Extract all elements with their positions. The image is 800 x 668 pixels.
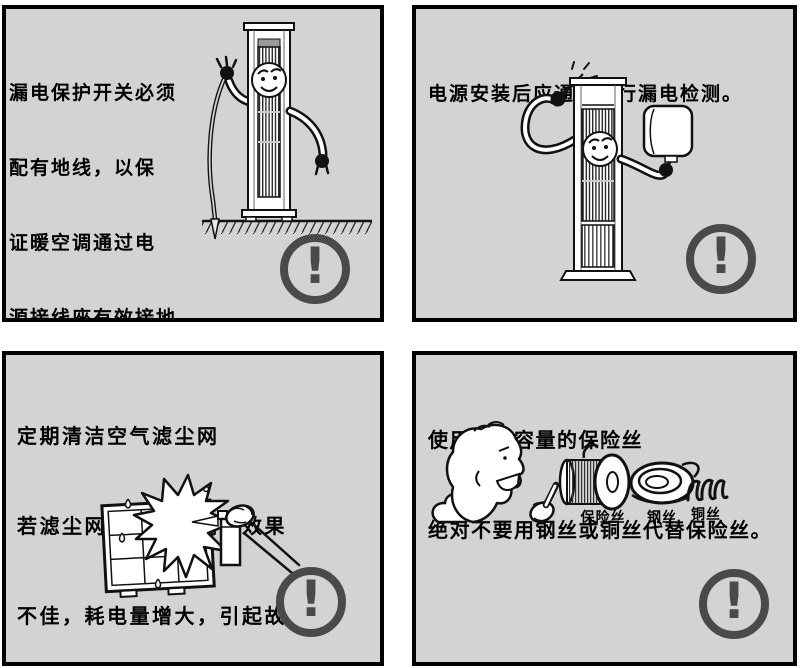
exclamation-glyph: ! xyxy=(709,227,733,285)
spray-jet xyxy=(191,515,219,527)
arm-lines xyxy=(242,521,301,575)
panel-grounding-warning: 漏电保护开关必须 配有地线，以保 证暖空调通过电 源接线座有效接地。 不接地或接… xyxy=(2,5,384,322)
label-steel-wire: 钢丝 xyxy=(647,510,677,526)
ac-grounding-illustration xyxy=(202,22,372,240)
fuse-spool-icon xyxy=(558,444,631,511)
ac-leakage-test-illustration xyxy=(520,61,694,281)
cartoon-face-icon xyxy=(582,131,618,167)
spraying-hand xyxy=(225,504,301,575)
panel-text-block: 漏电保护开关必须 配有地线，以保 证暖空调通过电 源接线座有效接地。 不接地或接… xyxy=(9,31,199,322)
filter-spray-illustration xyxy=(100,473,301,598)
fuse-items-illustration xyxy=(431,421,729,524)
text-line: 配有地线，以保 xyxy=(9,157,157,179)
spray-splash-burst xyxy=(118,473,234,589)
standing-ac-unit xyxy=(241,22,297,222)
panel-fuse-warning: 使用规定容量的保险丝 绝对不要用钢丝或铜丝代替保险丝。 xyxy=(412,351,797,666)
warning-exclamation-icon: ! xyxy=(686,224,756,294)
panel-filter-cleaning: 定期清洁空气滤尘网 若滤尘网被堵塞，制热效果 不佳，耗电量增大，引起故障， xyxy=(2,351,384,666)
right-arm xyxy=(285,106,330,176)
text-line: 源接线座有效接地。 xyxy=(9,307,199,322)
plug-box xyxy=(642,104,694,163)
warning-exclamation-icon: ! xyxy=(276,567,346,637)
talking-head xyxy=(431,421,525,524)
exclamation-glyph: ! xyxy=(299,570,323,628)
cartoon-face-icon xyxy=(251,62,287,98)
spray-can xyxy=(191,510,242,567)
open-mouth xyxy=(495,472,521,491)
label-copper-wire: 铜丝 xyxy=(691,507,721,523)
text-line: 绝对不要用钢丝或铜丝代替保险丝。 xyxy=(428,518,772,542)
ground-hatch xyxy=(202,219,372,234)
text-line: 定期清洁空气滤尘网 xyxy=(17,424,220,448)
warning-exclamation-icon: ! xyxy=(699,569,769,639)
text-line: 证暖空调通过电 xyxy=(9,232,157,254)
exclamation-glyph: ! xyxy=(722,572,746,630)
standing-ac-unit xyxy=(559,77,637,281)
droplets xyxy=(118,498,162,589)
sparkle-marks xyxy=(571,61,598,79)
ground-wire xyxy=(207,76,228,240)
panel-leakage-test: 电源安装后应通电进行漏电检测。 xyxy=(412,5,797,322)
warning-exclamation-icon: ! xyxy=(280,234,350,304)
text-line: 漏电保护开关必须 xyxy=(9,82,178,104)
pointing-hand-icon xyxy=(529,481,560,523)
copper-wire-icon xyxy=(686,478,729,502)
label-fuse: 保险丝 xyxy=(580,510,626,526)
exclamation-glyph: ! xyxy=(303,237,327,295)
